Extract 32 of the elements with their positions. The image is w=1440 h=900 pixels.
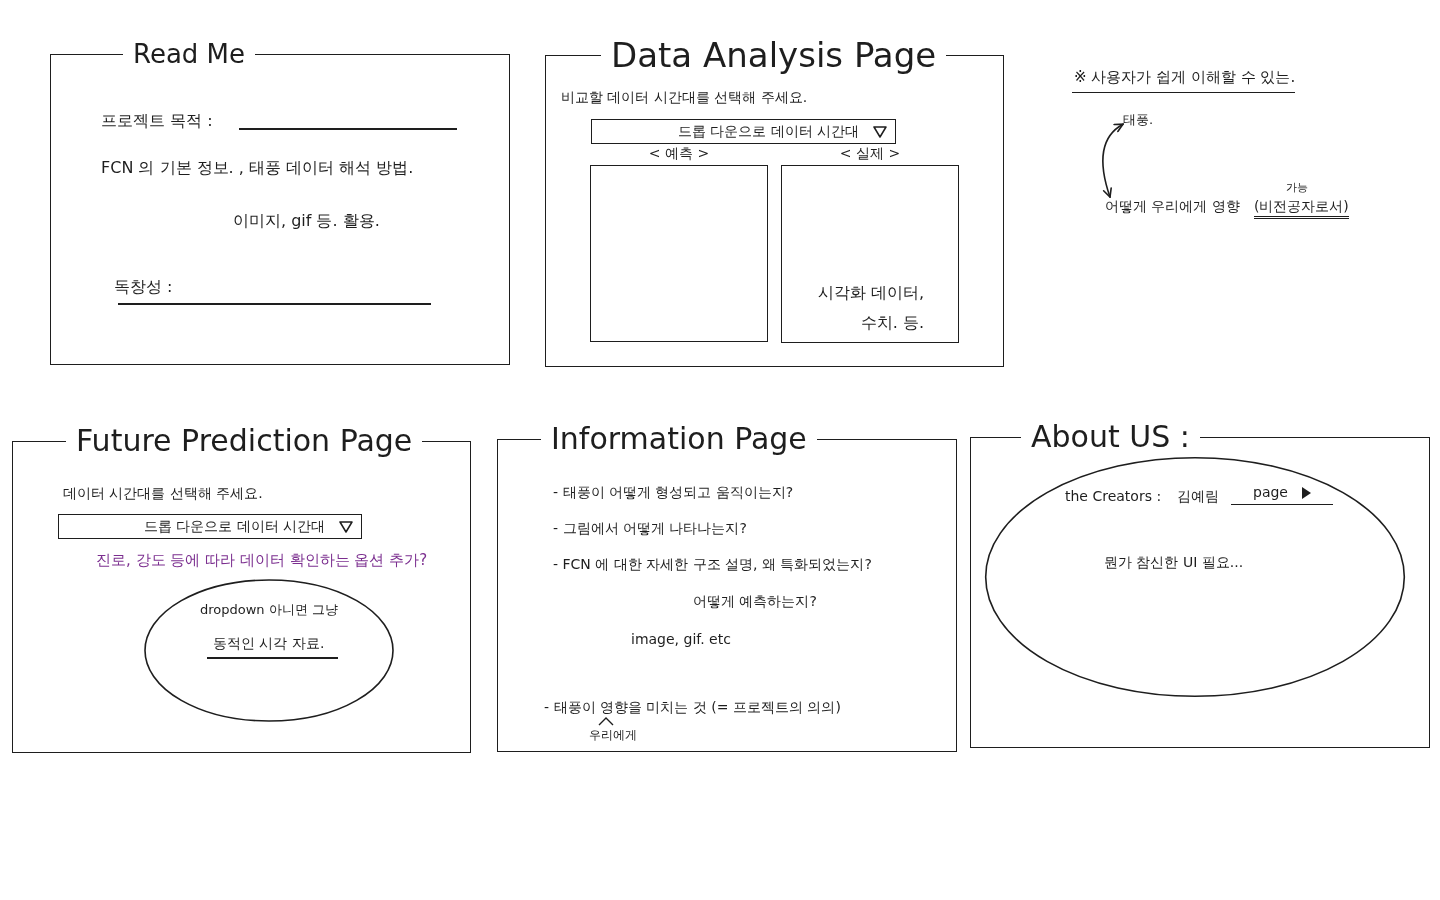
body-text: - 태풍이 영향을 미치는 것 (= 프로젝트의 의의) — [544, 699, 841, 717]
body-text: 독창성 : — [114, 277, 173, 297]
box-heading: < 예측 > — [648, 145, 710, 163]
body-text: - FCN 에 대한 자세한 구조 설명, 왜 특화되었는지? — [553, 556, 872, 574]
curved-arrow — [1101, 123, 1124, 198]
underlined-note: ※ 사용자가 쉽게 이해할 수 있는. — [1072, 68, 1296, 93]
insertion-text: 가능 — [1286, 181, 1309, 195]
body-text: 김예림 — [1177, 488, 1219, 506]
body-text: 뭔가 참신한 UI 필요... — [1104, 554, 1244, 572]
oval-area — [144, 579, 394, 722]
body-text: 데이터 시간대를 선택해 주세요. — [63, 485, 263, 503]
underlined-text: 동적인 시각 자료. — [207, 635, 339, 659]
body-text: - 태풍이 어떻게 형성되고 움직이는지? — [553, 484, 794, 502]
body-text: 이미지, gif 등. 활용. — [233, 211, 380, 231]
dropdown-field: 드롭 다운으로 데이터 시간대 — [58, 514, 362, 539]
body-text: dropdown 아니면 그냥 — [200, 602, 338, 619]
body-text: 비교할 데이터 시간대를 선택해 주세요. — [561, 89, 808, 107]
oval-area — [984, 456, 1406, 698]
body-text: image, gif. etc — [631, 631, 731, 649]
note-text: 어떻게 우리에게 영향 (비전공자로서) — [1105, 198, 1349, 216]
body-text: 시각화 데이터, 수치. 등. — [816, 282, 924, 335]
box-heading: < 실제 > — [839, 145, 901, 163]
note-text: 진로, 강도 등에 따라 데이터 확인하는 옵션 추가? — [96, 551, 428, 570]
note-text: 태풍. — [1123, 112, 1154, 129]
body-text: - 그림에서 어떻게 나타나는지? — [553, 520, 747, 538]
body-text: FCN 의 기본 정보. , 태풍 데이터 해석 방법. — [101, 158, 414, 178]
insertion-text: 우리에게 — [589, 728, 637, 743]
dropdown-field: 드롭 다운으로 데이터 시간대 — [591, 119, 896, 144]
body-text: 프로젝트 목적 : — [101, 111, 213, 131]
body-text: 어떻게 예측하는지? — [693, 593, 817, 611]
body-text: the Creators : — [1065, 488, 1162, 506]
page-link: page — [1231, 484, 1333, 505]
